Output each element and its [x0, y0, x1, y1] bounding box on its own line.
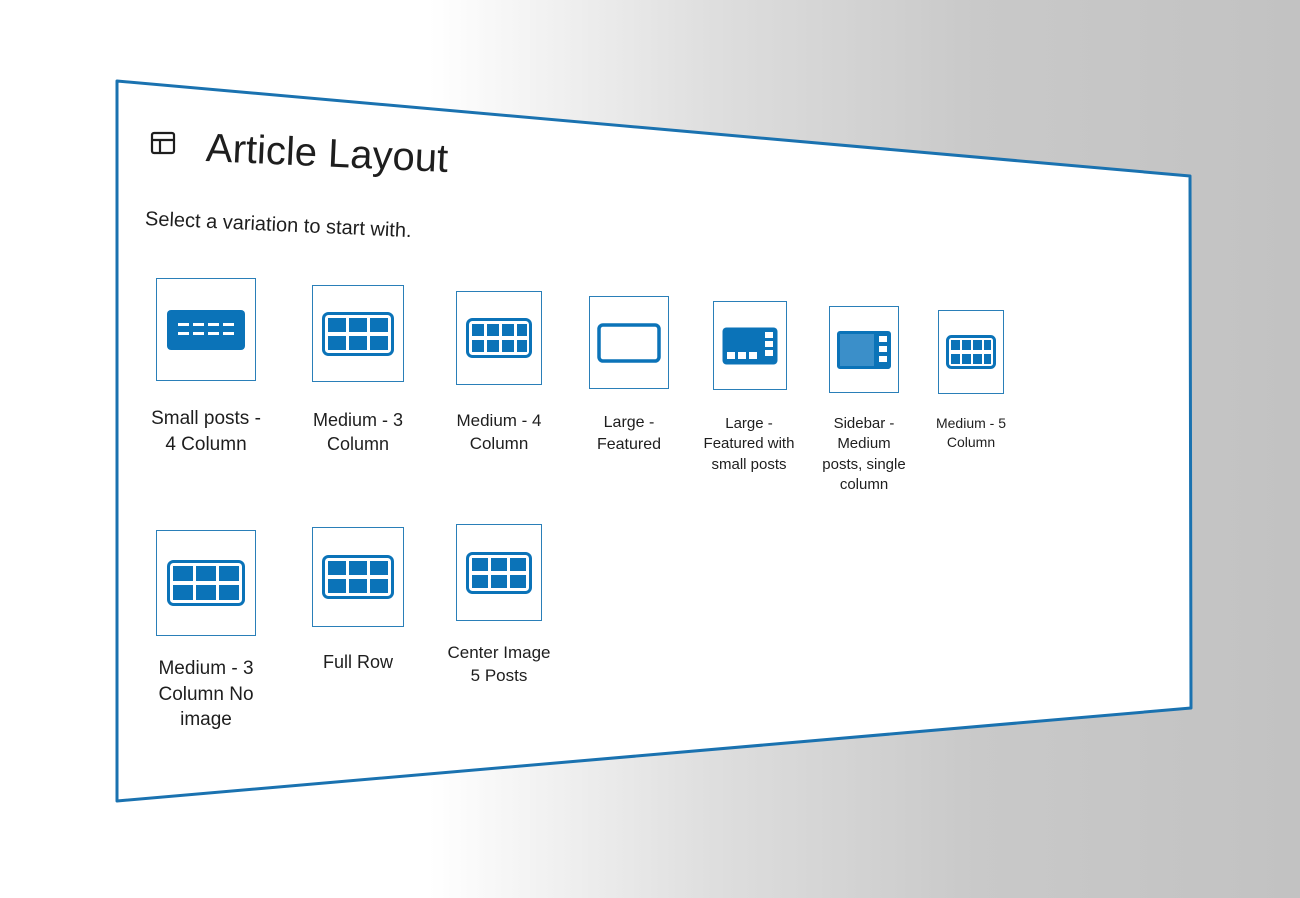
variation-large-featured[interactable] — [589, 296, 669, 389]
variation-medium-3-column[interactable] — [312, 285, 404, 382]
variation-label: Full Row — [322, 652, 393, 672]
medium-3-column-icon — [322, 311, 394, 356]
variation-label: Small posts -4 Column — [151, 408, 261, 455]
large-featured-icon — [597, 322, 661, 363]
center-image-5-posts-icon — [466, 551, 532, 594]
medium-3-column-no-image-icon — [167, 560, 245, 606]
layout-icon — [150, 131, 176, 155]
small-posts-4-column-icon — [167, 309, 245, 350]
variation-full-row[interactable] — [312, 527, 404, 627]
medium-4-column-icon — [466, 318, 532, 358]
variation-medium-3-column-no-image[interactable] — [156, 530, 256, 636]
page-title: Article Layout — [205, 126, 450, 181]
variation-medium-4-column[interactable] — [456, 291, 542, 385]
sidebar-medium-posts-icon — [837, 330, 891, 369]
variation-small-posts-4-column[interactable] — [156, 278, 256, 381]
medium-5-column-icon — [946, 335, 996, 369]
variation-center-image-5-posts[interactable] — [456, 524, 542, 621]
full-row-icon — [322, 555, 394, 599]
variation-large-featured-small-posts[interactable] — [713, 301, 787, 390]
variation-medium-5-column[interactable] — [938, 310, 1004, 394]
variation-label: Large -Featured — [596, 414, 662, 453]
large-featured-small-posts-icon — [722, 327, 778, 364]
page-subtitle: Select a variation to start with. — [144, 208, 413, 243]
variation-sidebar-medium-posts[interactable] — [829, 306, 899, 393]
